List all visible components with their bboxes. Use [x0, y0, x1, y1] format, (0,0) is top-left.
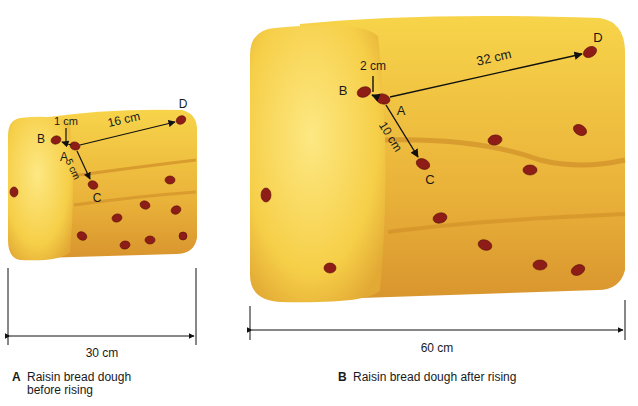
distance-arrow	[372, 95, 377, 97]
dimension-lines	[8, 268, 625, 345]
raisin	[165, 176, 175, 184]
raisin	[111, 213, 123, 223]
raisin	[76, 230, 89, 242]
raisin	[533, 260, 547, 270]
point-label: D	[179, 98, 188, 111]
raisin	[170, 204, 182, 215]
dimension-tick	[625, 300, 626, 340]
point-label: D	[593, 31, 602, 45]
distance-label: 2 cm	[360, 60, 386, 73]
point-label: B	[339, 84, 348, 98]
caption-letter: A	[12, 371, 21, 384]
dimension-tick	[8, 268, 9, 345]
dough-crease	[72, 160, 196, 176]
distance-arrows	[372, 54, 582, 157]
leader-line	[372, 76, 373, 92]
raisin	[69, 141, 81, 151]
raisin	[571, 122, 588, 138]
raisin	[415, 157, 432, 172]
distance-label: 1 cm	[54, 115, 78, 127]
raisin	[87, 179, 99, 190]
raisins	[261, 44, 599, 277]
raisin	[145, 236, 155, 244]
raisin	[581, 44, 598, 60]
raisin	[477, 238, 494, 252]
raisin	[487, 134, 503, 146]
dimension-line	[10, 336, 194, 337]
leader-line	[65, 128, 66, 142]
dimension-label: 60 cm	[421, 342, 454, 355]
caption-text: Raisin bread dough before rising	[27, 371, 157, 397]
raisin	[139, 200, 151, 211]
raisin	[570, 263, 587, 278]
dimension-label: 30 cm	[86, 347, 119, 360]
large-loaf	[250, 16, 625, 302]
dough-crease	[74, 192, 196, 205]
raisin	[261, 188, 271, 202]
dimension-line	[252, 330, 623, 331]
loaf-face	[250, 25, 386, 302]
distance-label: 16 cm	[107, 110, 142, 130]
raisin	[119, 240, 130, 250]
raisin	[324, 263, 336, 273]
raisins	[10, 114, 187, 250]
small-loaf	[8, 110, 197, 261]
point-label: B	[37, 133, 45, 146]
caption-letter: B	[338, 371, 347, 384]
distance-arrow	[62, 142, 71, 145]
caption-text: Raisin bread dough after rising	[353, 371, 573, 384]
distance-label: 10 cm	[376, 120, 405, 155]
distance-label: 5 cm	[63, 157, 82, 181]
point-label: C	[93, 192, 102, 205]
dimension-tick	[196, 268, 197, 345]
raisin	[179, 232, 187, 240]
loaf-face	[8, 117, 73, 260]
raisin	[175, 114, 188, 126]
raisin	[50, 135, 62, 146]
dough-crease	[388, 214, 625, 232]
raisin	[375, 92, 391, 105]
raisin	[523, 165, 537, 175]
point-label: A	[397, 104, 406, 118]
distance-label: 32 cm	[475, 47, 513, 69]
dimension-tick	[250, 306, 251, 340]
point-label: C	[425, 173, 434, 187]
raisin	[356, 85, 373, 99]
raisin	[10, 187, 18, 197]
raisin	[432, 211, 448, 224]
